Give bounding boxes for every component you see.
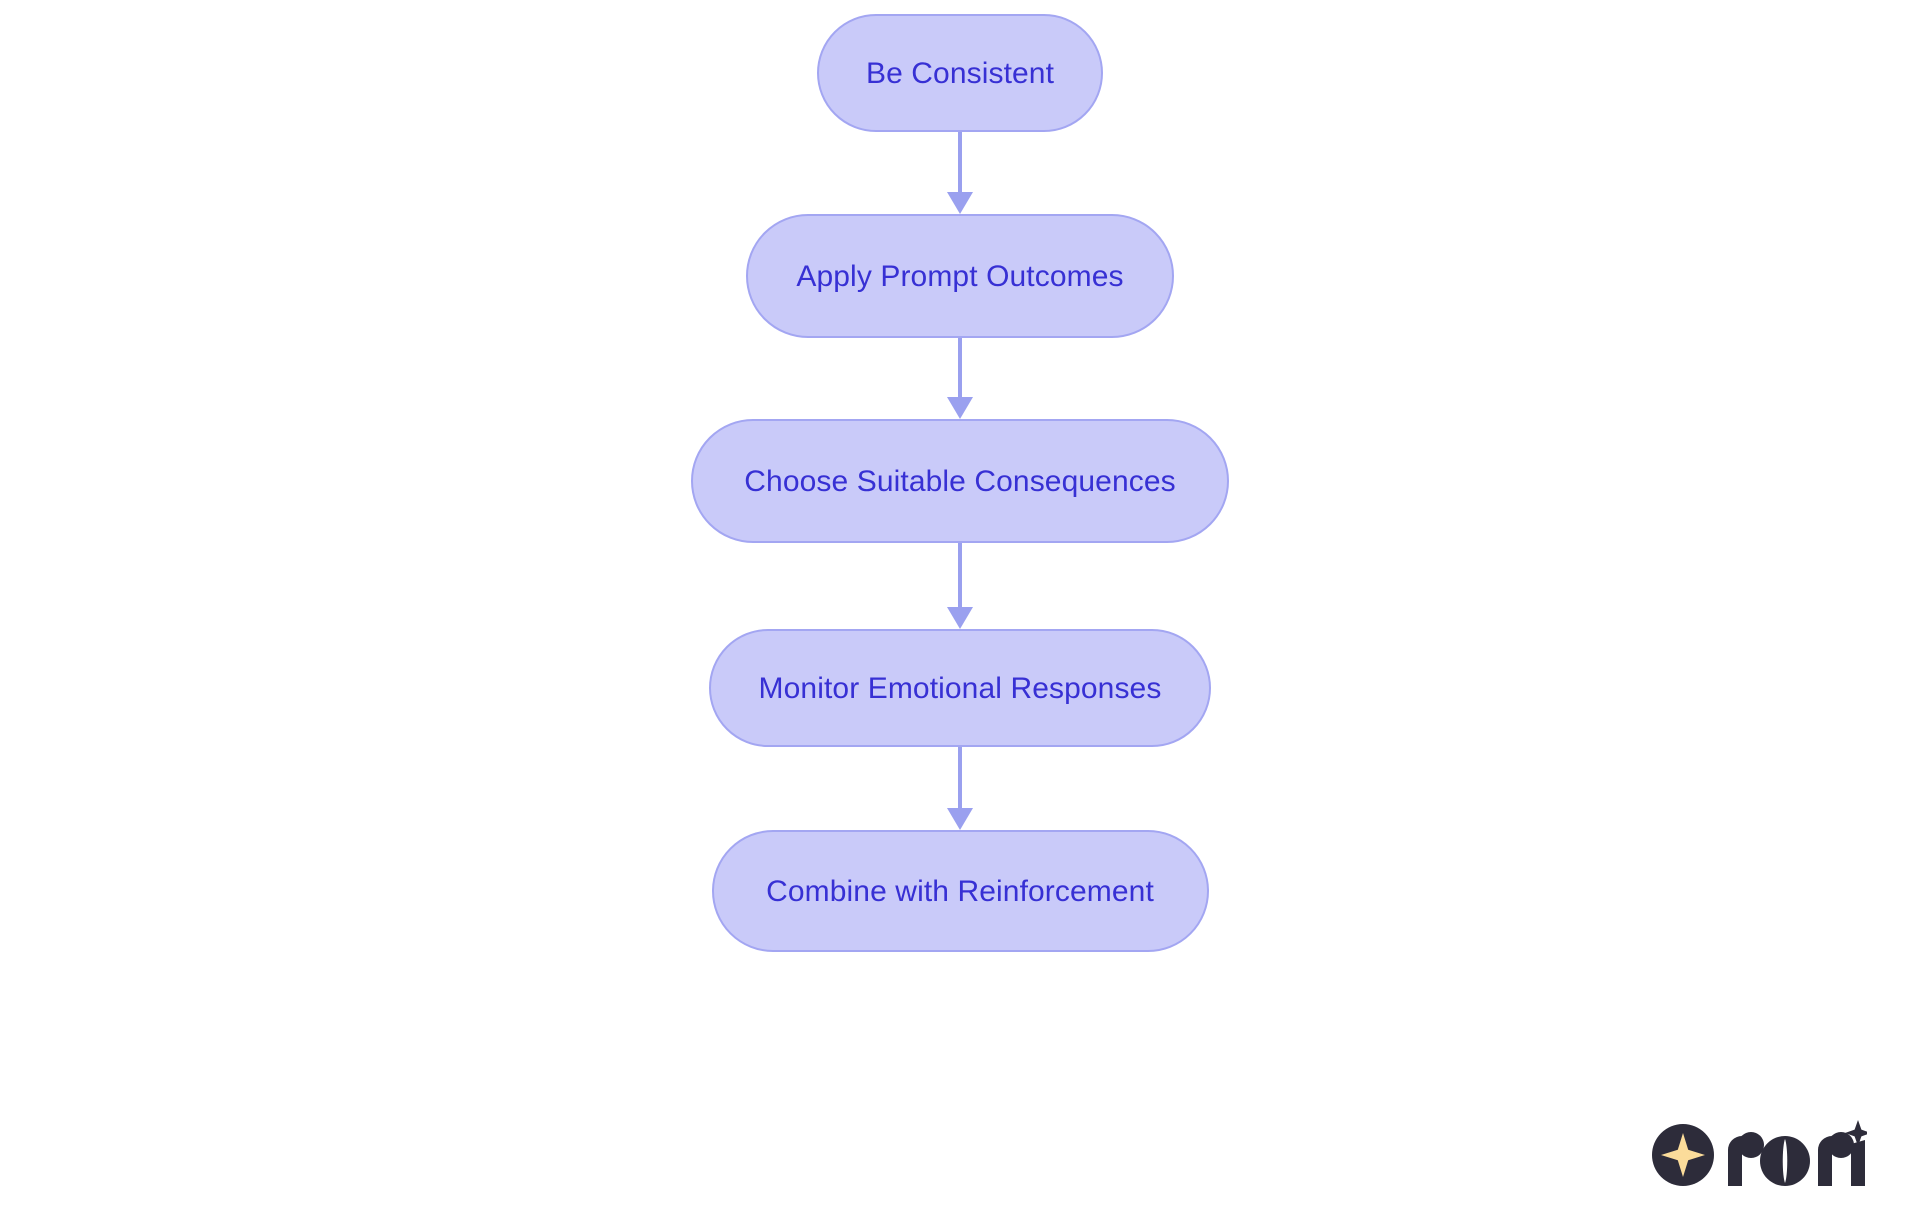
flow-node-combine-with-reinforcement[interactable]: Combine with Reinforcement xyxy=(711,830,1209,952)
edge-stem xyxy=(958,747,962,809)
flow-edge-1-arrow xyxy=(947,132,973,214)
flowchart-node-column: Be Consistent Apply Prompt Outcomes Choo… xyxy=(691,14,1229,952)
flow-node-monitor-emotional-responses[interactable]: Monitor Emotional Responses xyxy=(709,629,1211,747)
sparkle-accent-icon xyxy=(1845,1120,1867,1146)
arrow-head-icon xyxy=(947,607,973,629)
sparkle-star-icon xyxy=(1661,1133,1705,1177)
flow-node-label: Choose Suitable Consequences xyxy=(744,464,1176,498)
rori-logo-mark xyxy=(1652,1124,1714,1186)
arrow-head-icon xyxy=(947,397,973,419)
arrow-head-icon xyxy=(947,192,973,214)
flow-node-label: Combine with Reinforcement xyxy=(766,874,1154,908)
flow-node-label: Be Consistent xyxy=(865,56,1055,90)
flow-node-label: Apply Prompt Outcomes xyxy=(796,259,1124,293)
flow-edge-3-arrow xyxy=(947,543,973,629)
flow-node-choose-suitable-consequences[interactable]: Choose Suitable Consequences xyxy=(691,419,1229,543)
flow-edge-2-arrow xyxy=(947,338,973,419)
flow-edge-4-arrow xyxy=(947,747,973,830)
rori-logo xyxy=(1652,1120,1867,1190)
arrow-head-icon xyxy=(947,808,973,830)
edge-stem xyxy=(958,338,962,398)
flow-node-label: Monitor Emotional Responses xyxy=(758,671,1162,705)
edge-stem xyxy=(958,543,962,608)
flow-node-be-consistent[interactable]: Be Consistent xyxy=(817,14,1103,132)
flow-node-apply-prompt-outcomes[interactable]: Apply Prompt Outcomes xyxy=(746,214,1174,338)
rori-wordmark xyxy=(1728,1120,1867,1186)
edge-stem xyxy=(958,132,962,193)
